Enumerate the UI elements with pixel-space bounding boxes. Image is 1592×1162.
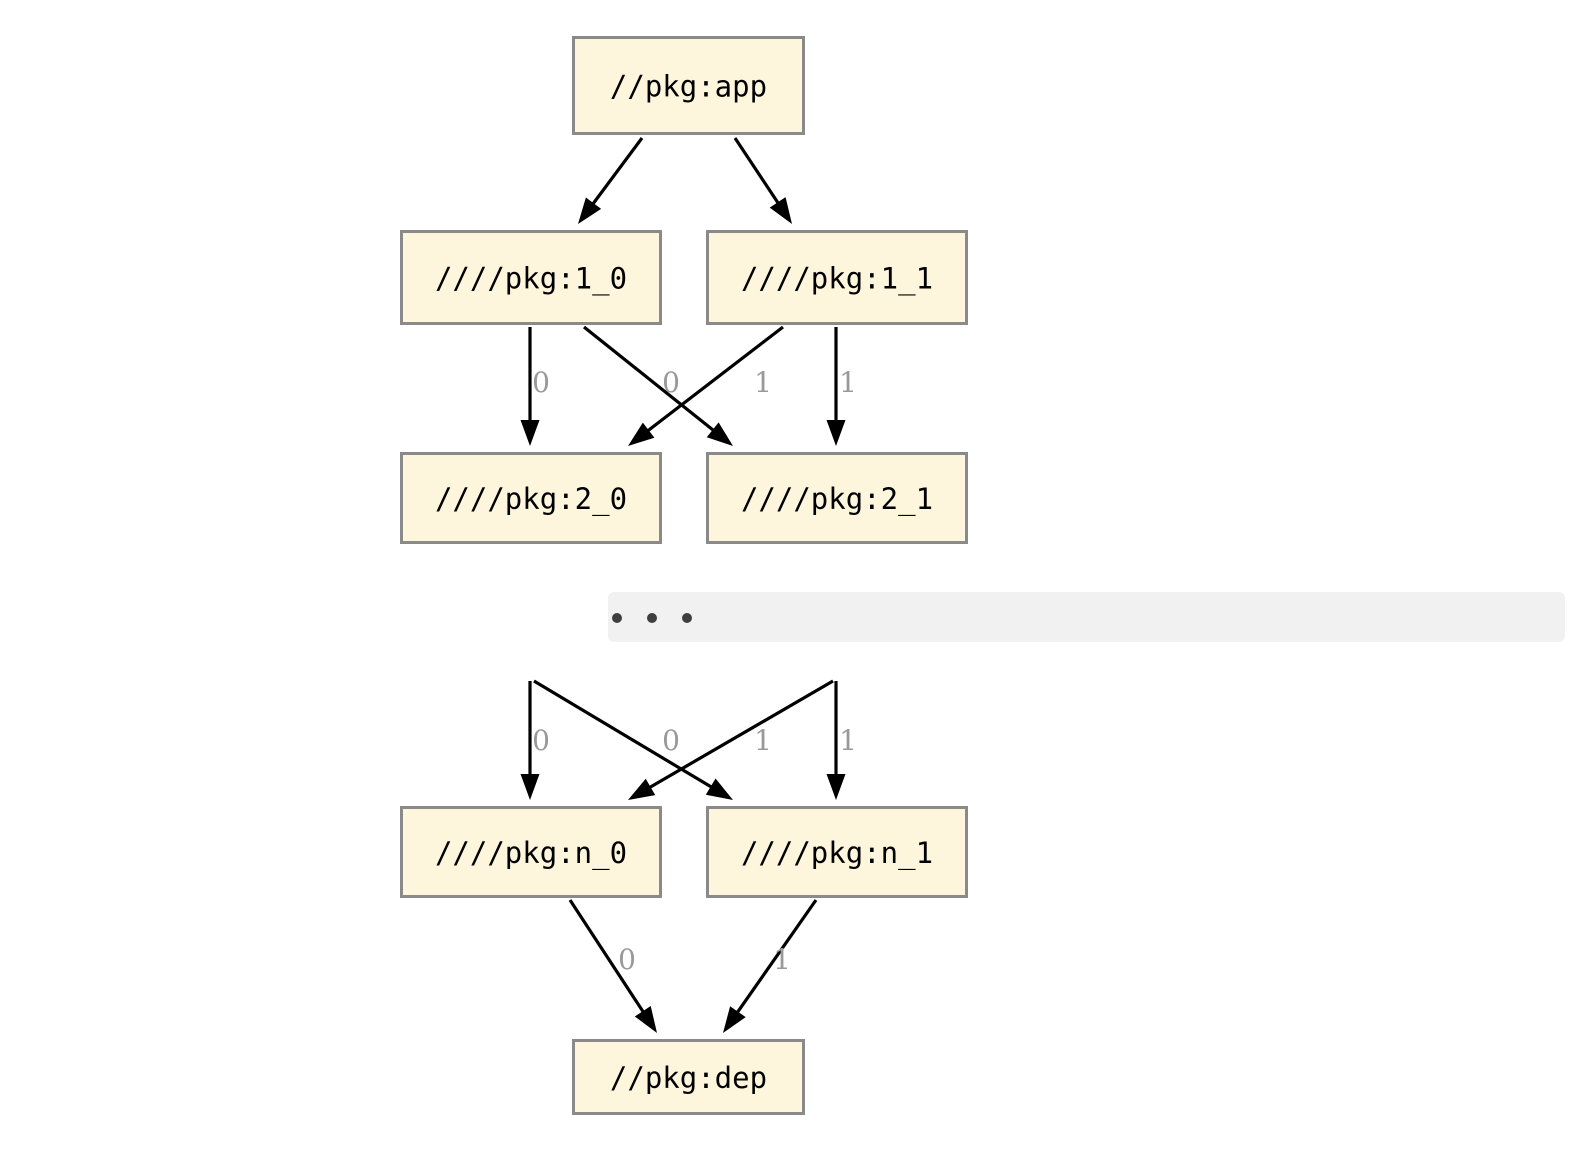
ellipsis-dot-icon-2 (682, 613, 692, 623)
graph-node-l2_0[interactable]: ////pkg:2_0 (400, 452, 662, 544)
ellipsis-dot-icon-0 (612, 613, 622, 623)
node-box[interactable] (572, 1039, 805, 1115)
graph-edge: 0 (520, 327, 550, 446)
edge-line (733, 137, 781, 205)
node-label: ////pkg:n_0 (435, 836, 627, 871)
edge-arrowhead-icon (628, 778, 656, 800)
edge-arrowhead-icon (826, 774, 846, 800)
node-box[interactable] (706, 806, 968, 898)
graph-edge: 0 (533, 679, 733, 800)
edge-label: 1 (754, 724, 772, 757)
graph-node-l2_1[interactable]: ////pkg:2_1 (706, 452, 968, 544)
node-box[interactable] (572, 36, 805, 135)
edge-arrowhead-icon (826, 420, 846, 446)
edge-arrowhead-icon (628, 422, 655, 446)
graph-edge (578, 137, 644, 224)
node-label: ////pkg:2_0 (435, 482, 627, 517)
edge-arrowhead-icon (769, 197, 792, 224)
node-label: ////pkg:n_1 (741, 836, 933, 871)
graph-edge: 1 (628, 679, 834, 800)
node-label: ////pkg:2_1 (741, 482, 933, 517)
edge-line (533, 679, 714, 790)
edge-arrowhead-icon (705, 778, 733, 800)
graph-node-ln_0[interactable]: ////pkg:n_0 (400, 806, 662, 898)
edge-line (646, 325, 784, 433)
edge-line (568, 899, 646, 1014)
edge-line (735, 899, 818, 1015)
ellipsis-dot-icon-1 (647, 613, 657, 623)
edge-arrowhead-icon (520, 774, 540, 800)
edge-layer: 0 0 1 1 0 0 1 1 0 1 (520, 137, 857, 1033)
edge-label: 1 (754, 366, 772, 399)
node-box[interactable] (706, 452, 968, 544)
ellipsis-layer (608, 592, 1565, 642)
edge-label: 0 (618, 943, 636, 976)
edge-arrowhead-icon (706, 422, 733, 446)
edge-label: 1 (839, 724, 857, 757)
edge-arrowhead-icon (520, 420, 540, 446)
graph-node-app[interactable]: //pkg:app (572, 36, 805, 135)
node-box[interactable] (400, 230, 662, 325)
graph-node-dep[interactable]: //pkg:dep (572, 1039, 805, 1115)
node-box[interactable] (400, 452, 662, 544)
graph-edge: 1 (826, 681, 857, 800)
edge-label: 1 (839, 366, 857, 399)
edge-line (647, 679, 834, 790)
graph-edge: 0 (520, 681, 550, 800)
edge-label: 0 (532, 366, 550, 399)
graph-node-l1_1[interactable]: ////pkg:1_1 (706, 230, 968, 325)
graph-edge: 1 (628, 325, 784, 446)
edge-line (591, 137, 644, 206)
node-label: ////pkg:1_0 (435, 262, 627, 297)
edge-line (583, 325, 716, 433)
edge-arrowhead-icon (723, 1006, 746, 1033)
node-layer: //pkg:app ////pkg:1_0 ////pkg:1_1 ////pkg:2… (400, 36, 968, 1115)
graph-node-l1_0[interactable]: ////pkg:1_0 (400, 230, 662, 325)
edge-arrowhead-icon (578, 197, 602, 224)
edge-label: 1 (773, 943, 791, 976)
edge-label: 0 (532, 724, 550, 757)
edge-label: 0 (662, 366, 680, 399)
graph-edge: 0 (583, 325, 733, 446)
node-label: ////pkg:1_1 (741, 262, 933, 297)
graph-edge: 0 (568, 899, 657, 1033)
node-box[interactable] (400, 806, 662, 898)
graph-node-ln_1[interactable]: ////pkg:n_1 (706, 806, 968, 898)
graph-edge: 1 (723, 899, 818, 1033)
graph-edge: 1 (826, 327, 857, 446)
node-box[interactable] (706, 230, 968, 325)
node-label: //pkg:app (610, 70, 767, 104)
node-label: //pkg:dep (610, 1061, 767, 1095)
graph-edge (733, 137, 792, 224)
truncation-band (608, 592, 1565, 642)
edge-arrowhead-icon (634, 1006, 657, 1033)
edge-label: 0 (662, 724, 680, 757)
